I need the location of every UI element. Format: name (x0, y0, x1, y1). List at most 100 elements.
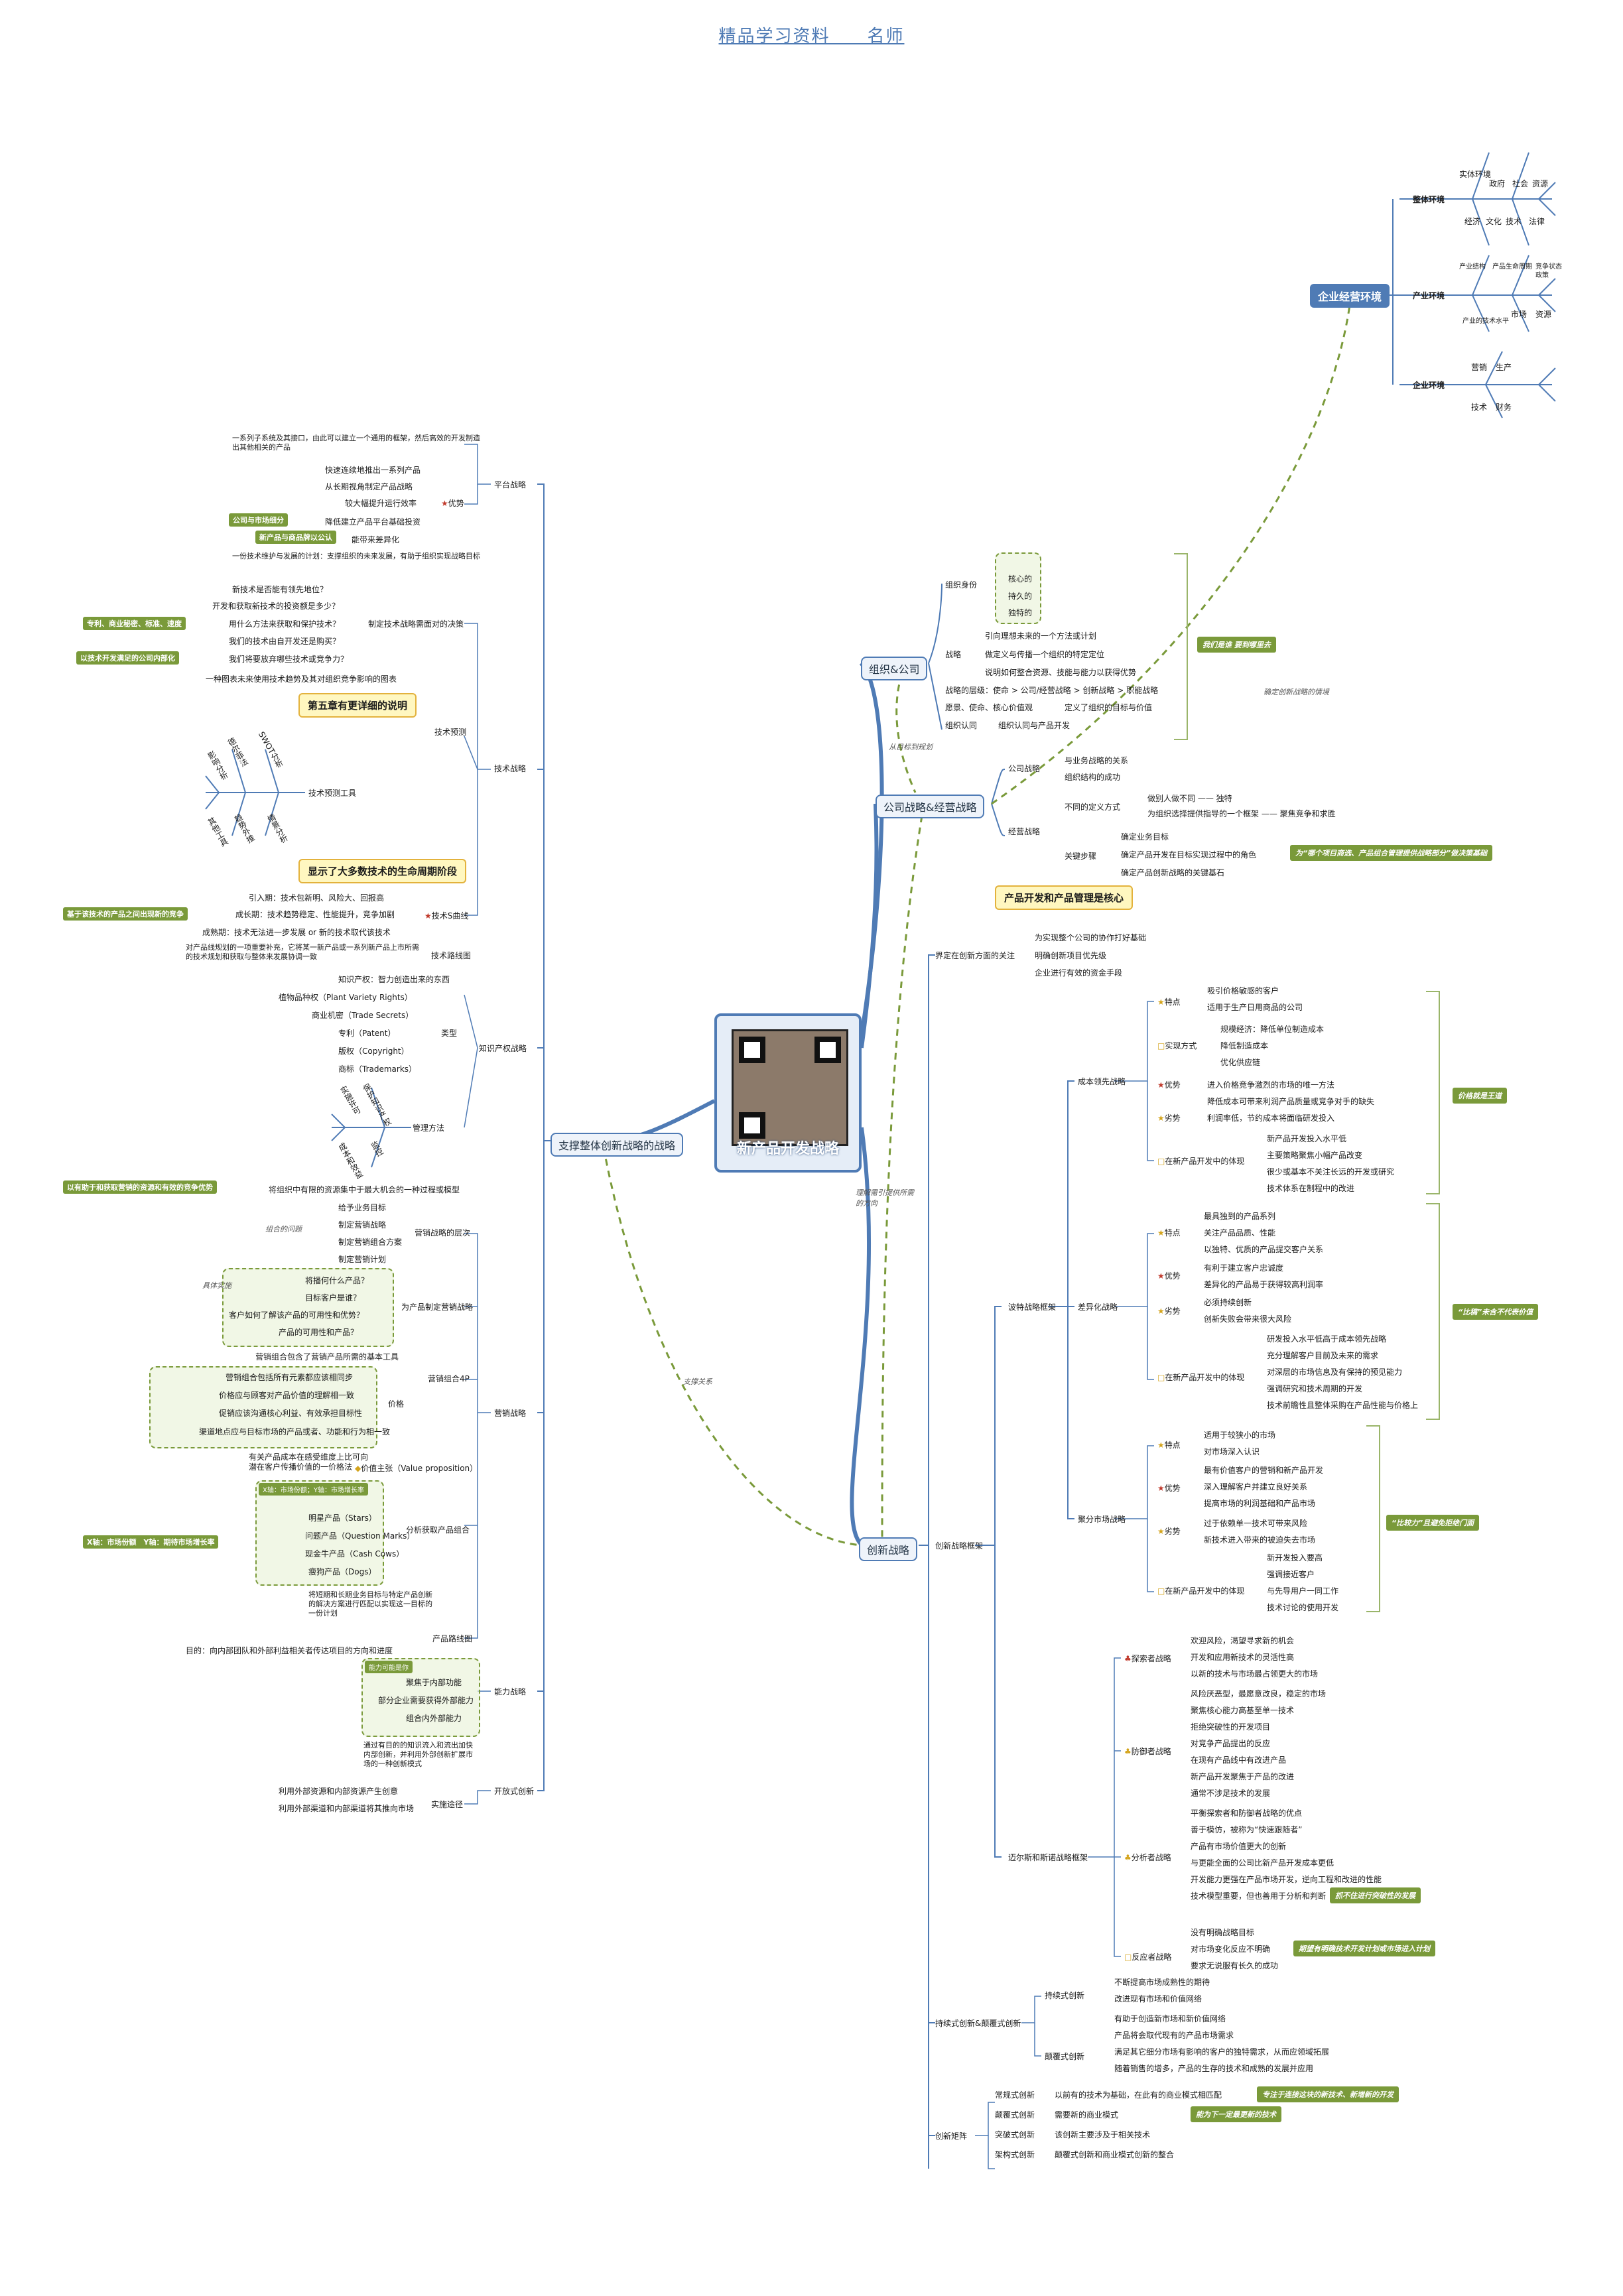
map-node[interactable]: ★优势 (441, 499, 464, 508)
node-label: 分析获取产品组合 (406, 1525, 470, 1535)
env-company-item: 生产 (1496, 363, 1512, 372)
map-node[interactable]: □在新产品开发中的体现 (1157, 1373, 1245, 1382)
connector-line (928, 583, 942, 664)
map-node[interactable]: ★技术S曲线 (424, 911, 469, 921)
node-label: 最具独到的产品系列 (1204, 1212, 1276, 1221)
connector-line (1114, 1001, 1154, 1082)
branch-org-company[interactable]: 组织&公司 (861, 657, 928, 680)
node-label: 需要新的商业模式 (1055, 2110, 1119, 2120)
connector-line (1174, 553, 1188, 740)
innov-sustain: 持续式创新&颠覆式创新 (935, 2019, 1021, 2028)
node-label: 劣势 (1164, 1307, 1181, 1316)
connector-line (1034, 2023, 1041, 2057)
node-label: X轴：市场份额；Y轴：市场增长率 (259, 1483, 368, 1496)
corp-item: 确定业务目标 (1121, 832, 1169, 842)
node-label: 成长期：技术趋势稳定、性能提升，竞争加剧 (235, 910, 395, 919)
corp-item: 确定产品开发在目标实现过程中的角色 (1121, 850, 1257, 860)
node-label: 技术预测工具 (308, 789, 357, 798)
node-label: 与更能全面的公司比新产品开发成本更低 (1191, 1858, 1334, 1868)
node-label: 产品路线图 (432, 1634, 473, 1643)
node-label: 改进现有市场和价值网络 (1114, 1994, 1202, 2004)
map-node[interactable]: ★特点 (1157, 1440, 1181, 1450)
org-item: 愿景、使命、核心价值观 (945, 703, 1033, 712)
map-node[interactable]: ★优势 (1157, 1484, 1181, 1493)
node-label: 特点 (1164, 1228, 1181, 1238)
map-node[interactable]: ◆价值主张（Value proposition） (355, 1464, 478, 1473)
node-label: 降低建立产品平台基础投资 (325, 517, 421, 527)
innov-cost: 成本领先战略 (1078, 1077, 1126, 1086)
corp-item: 为组织选择提供指导的一个框架 —— 聚焦竞争和求胜 (1147, 809, 1336, 818)
node-label: 瘦狗产品（Dogs） (308, 1567, 377, 1576)
node-label: 开发和获取新技术的投资额是多少？ (212, 602, 340, 611)
node-label: 差异化的产品易于获得较高利润率 (1204, 1280, 1324, 1289)
branch-innovation-strategy[interactable]: 创新战略 (859, 1537, 918, 1561)
branch-corp-strategy[interactable]: 公司战略&经营战略 (876, 795, 985, 818)
map-node[interactable]: □在新产品开发中的体现 (1157, 1157, 1245, 1166)
connector-line (1485, 351, 1556, 418)
link-org-corp (895, 672, 917, 793)
env-macro-item: 资源 (1532, 179, 1549, 188)
node-label: 开发能力更强在产品市场开发，逆向工程和改进的性能 (1191, 1875, 1382, 1884)
env-industry-item: 竞争状态 (1535, 263, 1562, 271)
map-node[interactable]: ♣分析者战略 (1124, 1853, 1171, 1862)
node-label: X轴：市场份额 Y轴：期待市场增长率 (83, 1535, 219, 1549)
connector-line (1048, 1080, 1074, 1307)
map-node[interactable]: ★优势 (1157, 1080, 1181, 1090)
node-label: 商标（Trademarks） (338, 1064, 417, 1074)
env-company[interactable]: 企业环境 (1413, 381, 1445, 390)
node-label: 架构式创新 (995, 2150, 1035, 2159)
support-capability: 能力战略 (494, 1687, 527, 1696)
corp-item: 确定产品创新战略的关键基石 (1121, 868, 1225, 877)
innov-diff: 差异化战略 (1078, 1303, 1118, 1312)
map-node[interactable]: ★劣势 (1157, 1527, 1181, 1536)
node-label: 充分理解客户目前及未来的需求 (1267, 1351, 1379, 1360)
connector-line (928, 663, 942, 730)
env-macro[interactable]: 整体环境 (1413, 195, 1445, 204)
node-label: 与先导用户一同工作 (1267, 1586, 1339, 1596)
node-label: 目的：向内部团队和外部利益相关者传达项目的方向和进度 (186, 1646, 393, 1655)
innov-framework: 创新战略框架 (935, 1541, 984, 1551)
node-label: 制定营销组合方案 (338, 1238, 403, 1247)
link-corp-env (991, 304, 1351, 805)
innov-matrix: 创新矩阵 (935, 2132, 968, 2141)
map-node[interactable]: ★特点 (1157, 997, 1181, 1007)
central-topic[interactable]: 新产品开发战略 (714, 1013, 862, 1173)
node-label: 基于该技术的产品之间出现新的竞争 (63, 907, 188, 921)
node-label: 要求无说服有长久的成功 (1191, 1961, 1279, 1970)
support-tech: 技术战略 (494, 764, 527, 773)
matrix-callout-1: 专注于连接这块的新技术、新增新的开发 (1257, 2086, 1399, 2102)
support-ip: 知识产权战略 (479, 1044, 527, 1053)
group-frame (255, 1480, 384, 1586)
support-mkt: 营销战略 (494, 1409, 527, 1418)
node-label: 提高市场的利润基础和产品市场 (1204, 1499, 1316, 1508)
node-label: 价格应与顾客对产品价值的理解相一致 (219, 1391, 355, 1400)
env-node[interactable]: 企业经营环境 (1310, 284, 1390, 308)
map-node[interactable]: ★劣势 (1157, 1114, 1181, 1123)
map-node[interactable]: □反应者战略 (1124, 1952, 1172, 1962)
corp-callout: 为“哪个项目商选、产品组合管理提供战略部分”做决策基础 (1290, 845, 1493, 861)
branch-support-strategies[interactable]: 支撑整体创新战略的战略 (551, 1133, 684, 1157)
map-node[interactable]: ♣探索者战略 (1124, 1654, 1171, 1663)
node-label: 价格 (388, 1399, 405, 1409)
node-label: 新技术进入带来的被迫失去市场 (1204, 1535, 1316, 1545)
link-support-innov (602, 1147, 863, 1547)
map-node[interactable]: ★特点 (1157, 1228, 1181, 1238)
map-node[interactable]: □在新产品开发中的体现 (1157, 1586, 1245, 1596)
node-label: 研发投入水平低高于成本领先战略 (1267, 1334, 1387, 1344)
node-label: 在现有产品线中有改进产品 (1191, 1755, 1287, 1765)
node-label: 引入期：技术包新明、风险大、回报高 (249, 893, 385, 903)
map-node[interactable]: ♣防御者战略 (1124, 1747, 1171, 1756)
connector-line (464, 1047, 478, 1128)
corp-item: 关键步骤 (1065, 852, 1097, 861)
map-node[interactable]: □实现方式 (1157, 1041, 1197, 1051)
node-label: 新产品开发聚焦于产品的改进 (1191, 1772, 1295, 1781)
env-industry-item: 市场 (1511, 310, 1527, 319)
node-label: 没有明确战略目标 (1191, 1928, 1255, 1937)
map-node[interactable]: ★劣势 (1157, 1307, 1181, 1316)
org-item: 引向理想未来的一个方法或计划 (985, 631, 1097, 641)
connector-line (1147, 1519, 1154, 1592)
node-label: 能带来差异化 (352, 535, 400, 544)
env-industry[interactable]: 产业环境 (1413, 291, 1445, 300)
connector-line (464, 735, 478, 770)
map-node[interactable]: ★优势 (1157, 1271, 1181, 1281)
